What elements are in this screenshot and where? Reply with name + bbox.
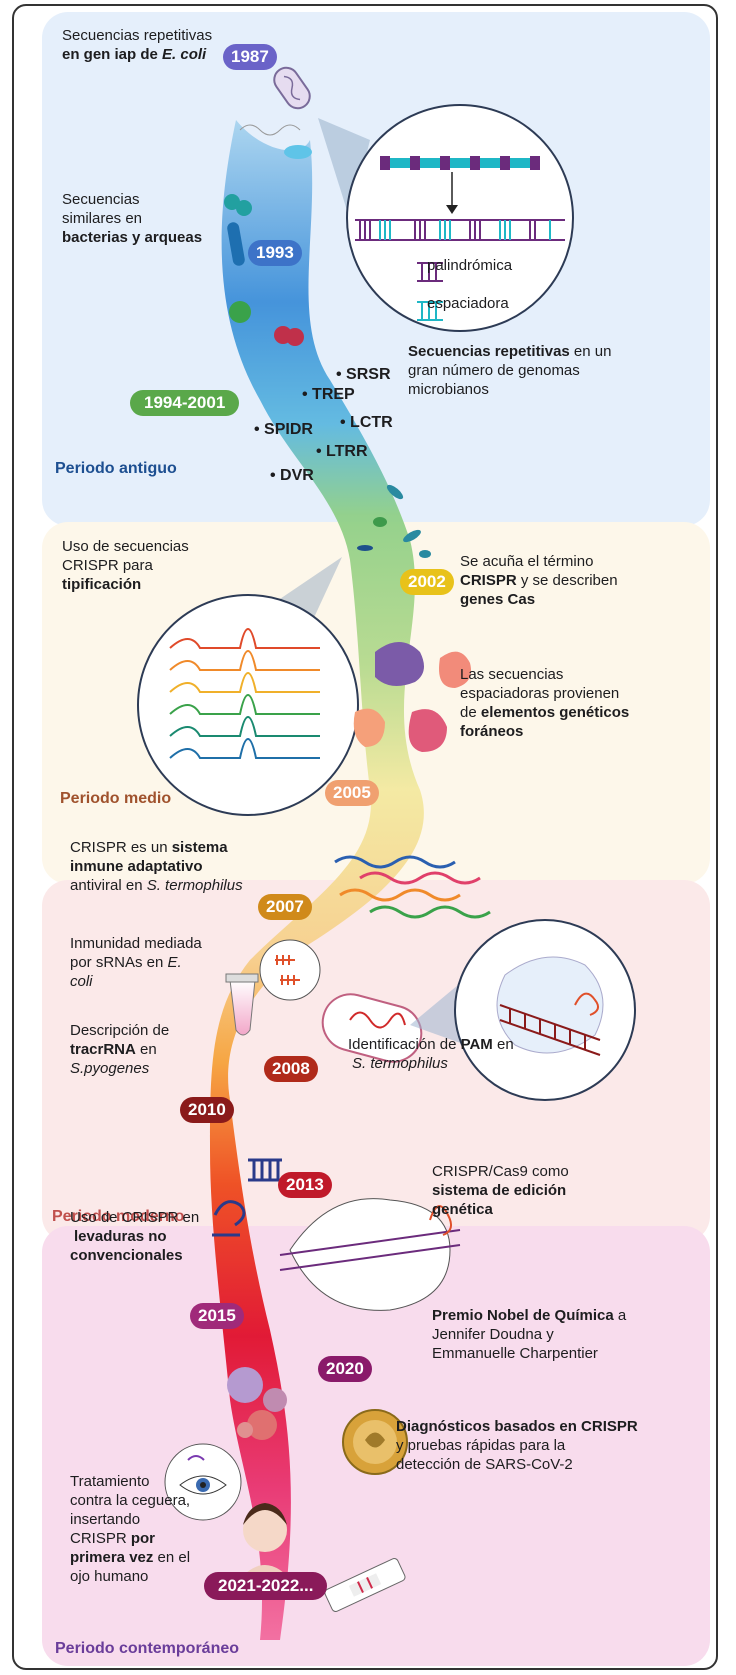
repetitive-sequences-note: Secuencias repetitivas en un gran número…	[408, 343, 612, 398]
year-badge-2013: 2013	[278, 1172, 332, 1198]
event-typing: Uso de secuencias CRISPR para tipificaci…	[62, 538, 189, 593]
acronym-lctr: • LCTR	[340, 414, 393, 431]
acronym-spidr: • SPIDR	[254, 421, 313, 438]
acronym-srsr: • SRSR	[336, 366, 391, 383]
year-badge-1993: 1993	[248, 240, 302, 266]
year-badge-2020: 2020	[318, 1356, 372, 1382]
year-badge-2008: 2008	[264, 1056, 318, 1082]
year-badge-2010: 2010	[180, 1097, 234, 1123]
period-label-antiguo: Periodo antiguo	[55, 460, 177, 477]
event-diagnostics: Diagnósticos basados en CRISPR y pruebas…	[396, 1418, 638, 1473]
microbes-1993	[224, 124, 312, 346]
test-strip-icon	[324, 1558, 406, 1612]
event-1987: Secuencias repetitivas en gen iap de E. …	[62, 27, 213, 63]
year-badge-1987: 1987	[223, 44, 277, 70]
acronym-trep: • TREP	[302, 386, 355, 403]
eye-zoom	[164, 1443, 242, 1521]
acronym-dvr: • DVR	[270, 467, 314, 484]
period-label-moderno: Periodo moderno	[52, 1208, 185, 1225]
event-2002: Se acuña el término CRISPR y se describe…	[460, 553, 618, 608]
event-1993: Secuencias similares en bacterias y arqu…	[62, 191, 203, 246]
phage-icons	[275, 955, 300, 985]
period-label-medio: Periodo medio	[60, 790, 172, 807]
year-badge-2015: 2015	[190, 1303, 244, 1329]
tube-2007	[225, 973, 259, 1036]
event-2020: Premio Nobel de Química a Jennifer Doudn…	[432, 1307, 627, 1362]
year-badge-2007: 2007	[258, 894, 312, 920]
microbes-2002	[357, 484, 431, 558]
event-2005: Las secuencias espaciadoras provienen de…	[460, 666, 630, 740]
year-badge-1994-2001: 1994-2001	[130, 390, 240, 416]
year-badge-2005: 2005	[325, 780, 379, 806]
pam-diagram	[454, 919, 636, 1101]
repeat-diagram	[346, 104, 574, 332]
timeline-ribbon	[210, 120, 424, 1640]
yeasts-2015	[227, 1367, 287, 1440]
zoom-cone-1987	[318, 118, 370, 220]
legend-palindromic-label: palindrómica	[427, 257, 513, 274]
event-srnas: Inmunidad mediada por sRNAs en E. coli	[70, 935, 202, 990]
tracrrna-icon	[248, 1158, 282, 1182]
event-2021: Tratamiento contra la ceguera, insertand…	[70, 1473, 191, 1585]
event-2015: Uso de CRISPR en levaduras no convencion…	[70, 1209, 200, 1264]
legend-spacer-swatch	[417, 301, 443, 321]
event-2007: CRISPR es un sistema inmune adaptativo a…	[70, 839, 243, 894]
period-label-contemporaneo: Periodo contemporáneo	[55, 1640, 240, 1657]
acronym-ltrr: • LTRR	[316, 443, 368, 460]
event-2013: CRISPR/Cas9 como sistema de edición gené…	[432, 1163, 569, 1218]
event-2008: Identificación de PAM en S. termophilus	[348, 1036, 514, 1072]
phage-circle-2007	[259, 939, 321, 1001]
cas-proteins	[353, 642, 471, 752]
year-badge-2021-2022: 2021-2022...	[204, 1572, 328, 1600]
legend-palindromic-swatch	[417, 262, 443, 282]
legend-spacer-label: espaciadora	[427, 295, 509, 312]
year-badge-2002: 2002	[400, 569, 454, 595]
dna-strands-2005	[334, 855, 491, 919]
ecoli-bacterium	[273, 66, 311, 110]
rna-hairpin-icon	[212, 1200, 246, 1237]
nobel-medal-icon	[342, 1409, 408, 1475]
event-2010: Descripción de tracrRNA en S.pyogenes	[70, 1022, 170, 1077]
typing-diagram	[137, 594, 359, 816]
cas9-diagram	[279, 1198, 461, 1311]
cell-2008	[321, 993, 423, 1063]
